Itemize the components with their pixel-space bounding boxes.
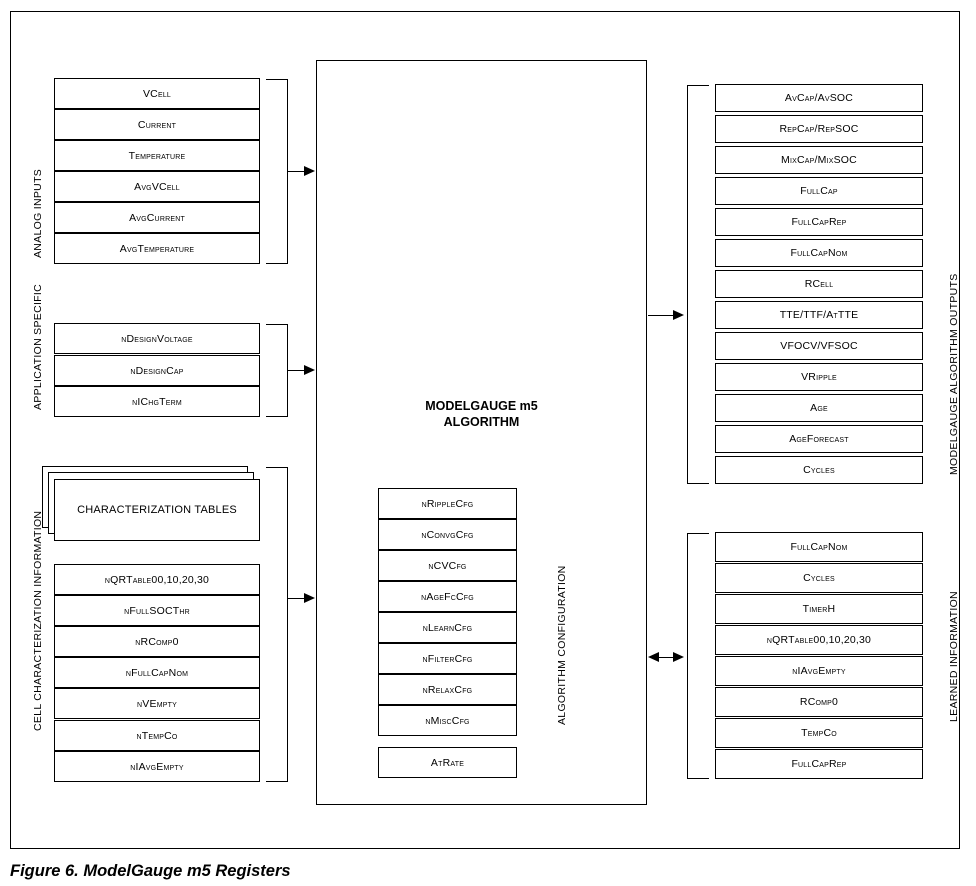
group-label-algorithm-outputs: MODELGAUGE ALGORITHM OUTPUTS	[948, 273, 960, 475]
register-box-atrate: AtRate	[378, 747, 517, 778]
register-box-ndesigncap: nDesignCap	[54, 355, 260, 386]
register-box-nlearncfg: nLearnCfg	[378, 612, 517, 643]
register-box-nfullsocthr: nFullSOCThr	[54, 595, 260, 626]
connector-line-algorithm-outputs	[648, 315, 676, 317]
register-box-ndesignvoltage: nDesignVoltage	[54, 323, 260, 354]
register-box-avgcurrent: AvgCurrent	[54, 202, 260, 233]
register-box-learned-niavgempty: nIAvgEmpty	[715, 656, 923, 686]
register-box-fullcapnom: FullCapNom	[715, 239, 923, 267]
register-box-fullcap: FullCap	[715, 177, 923, 205]
register-box-nrelaxcfg: nRelaxCfg	[378, 674, 517, 705]
register-box-temperature: Temperature	[54, 140, 260, 171]
connector-line-application-specific	[288, 370, 305, 372]
register-box-nvempty: nVEmpty	[54, 688, 260, 719]
group-label-application-specific: APPLICATION SPECIFIC	[32, 284, 44, 410]
register-box-nfiltercfg: nFilterCfg	[378, 643, 517, 674]
connector-line-cell-characterization	[288, 598, 305, 600]
register-box-nmisccfg: nMiscCfg	[378, 705, 517, 736]
register-box-vfocv-vfsoc: VFOCV/VFSOC	[715, 332, 923, 360]
register-box-nagefccfg: nAgeFcCfg	[378, 581, 517, 612]
register-box-tte-ttf-attte: TTE/TTF/AtTTE	[715, 301, 923, 329]
arrow-head-analog-inputs	[304, 166, 315, 176]
arrow-head-learned-information-left	[648, 652, 659, 662]
bracket-learned-information	[687, 533, 709, 779]
register-box-ageforecast: AgeForecast	[715, 425, 923, 453]
register-box-niavgempty: nIAvgEmpty	[54, 751, 260, 782]
register-box-learned-rcomp0: RComp0	[715, 687, 923, 717]
register-box-current: Current	[54, 109, 260, 140]
register-box-vripple: VRipple	[715, 363, 923, 391]
bracket-cell-characterization	[266, 467, 288, 782]
characterization-tables-box: CHARACTERIZATION TABLES	[54, 479, 260, 541]
register-box-ntempco: nTempCo	[54, 720, 260, 751]
register-box-age: Age	[715, 394, 923, 422]
register-box-ncvcfg: nCVCfg	[378, 550, 517, 581]
register-box-mixcap-mixsoc: MixCap/MixSOC	[715, 146, 923, 174]
group-label-cell-characterization: CELL CHARACTERIZATION INFORMATION	[32, 510, 44, 731]
arrow-head-learned-information-right	[673, 652, 684, 662]
register-box-fullcaprep: FullCapRep	[715, 208, 923, 236]
figure-caption: Figure 6. ModelGauge m5 Registers	[10, 862, 291, 880]
register-box-learned-nqrtable: nQRTable00,10,20,30	[715, 625, 923, 655]
register-box-nfullcapnom: nFullCapNom	[54, 657, 260, 688]
register-box-nichgterm: nIChgTerm	[54, 386, 260, 417]
bracket-application-specific	[266, 324, 288, 417]
bracket-algorithm-outputs	[687, 85, 709, 484]
connector-line-analog-inputs	[288, 171, 305, 173]
register-box-nrcomp0: nRComp0	[54, 626, 260, 657]
arrow-head-cell-characterization	[304, 593, 315, 603]
register-box-vcell: VCell	[54, 78, 260, 109]
register-box-learned-fullcaprep: FullCapRep	[715, 749, 923, 779]
group-label-analog-inputs: ANALOG INPUTS	[32, 168, 44, 258]
register-box-nripplecfg: nRippleCfg	[378, 488, 517, 519]
register-box-nconvgcfg: nConvgCfg	[378, 519, 517, 550]
register-box-repcap-repsoc: RepCap/RepSOC	[715, 115, 923, 143]
register-box-avgtemperature: AvgTemperature	[54, 233, 260, 264]
register-box-avcap-avsoc: AvCap/AvSOC	[715, 84, 923, 112]
arrow-head-application-specific	[304, 365, 315, 375]
register-box-avgvcell: AvgVCell	[54, 171, 260, 202]
group-label-learned-information: LEARNED INFORMATION	[948, 591, 960, 722]
register-box-nqrtable: nQRTable00,10,20,30	[54, 564, 260, 595]
bracket-analog-inputs	[266, 79, 288, 264]
algorithm-title: MODELGAUGE m5 ALGORITHM	[425, 399, 538, 429]
register-box-rcell: RCell	[715, 270, 923, 298]
register-box-learned-tempco: TempCo	[715, 718, 923, 748]
register-box-cycles-output: Cycles	[715, 456, 923, 484]
register-box-learned-timerh: TimerH	[715, 594, 923, 624]
register-box-learned-cycles: Cycles	[715, 563, 923, 593]
arrow-head-algorithm-outputs	[673, 310, 684, 320]
group-label-algorithm-configuration: ALGORITHM CONFIGURATION	[556, 565, 568, 725]
figure-border	[10, 11, 960, 849]
connector-line-learned-information	[655, 657, 680, 659]
register-box-learned-fullcapnom: FullCapNom	[715, 532, 923, 562]
